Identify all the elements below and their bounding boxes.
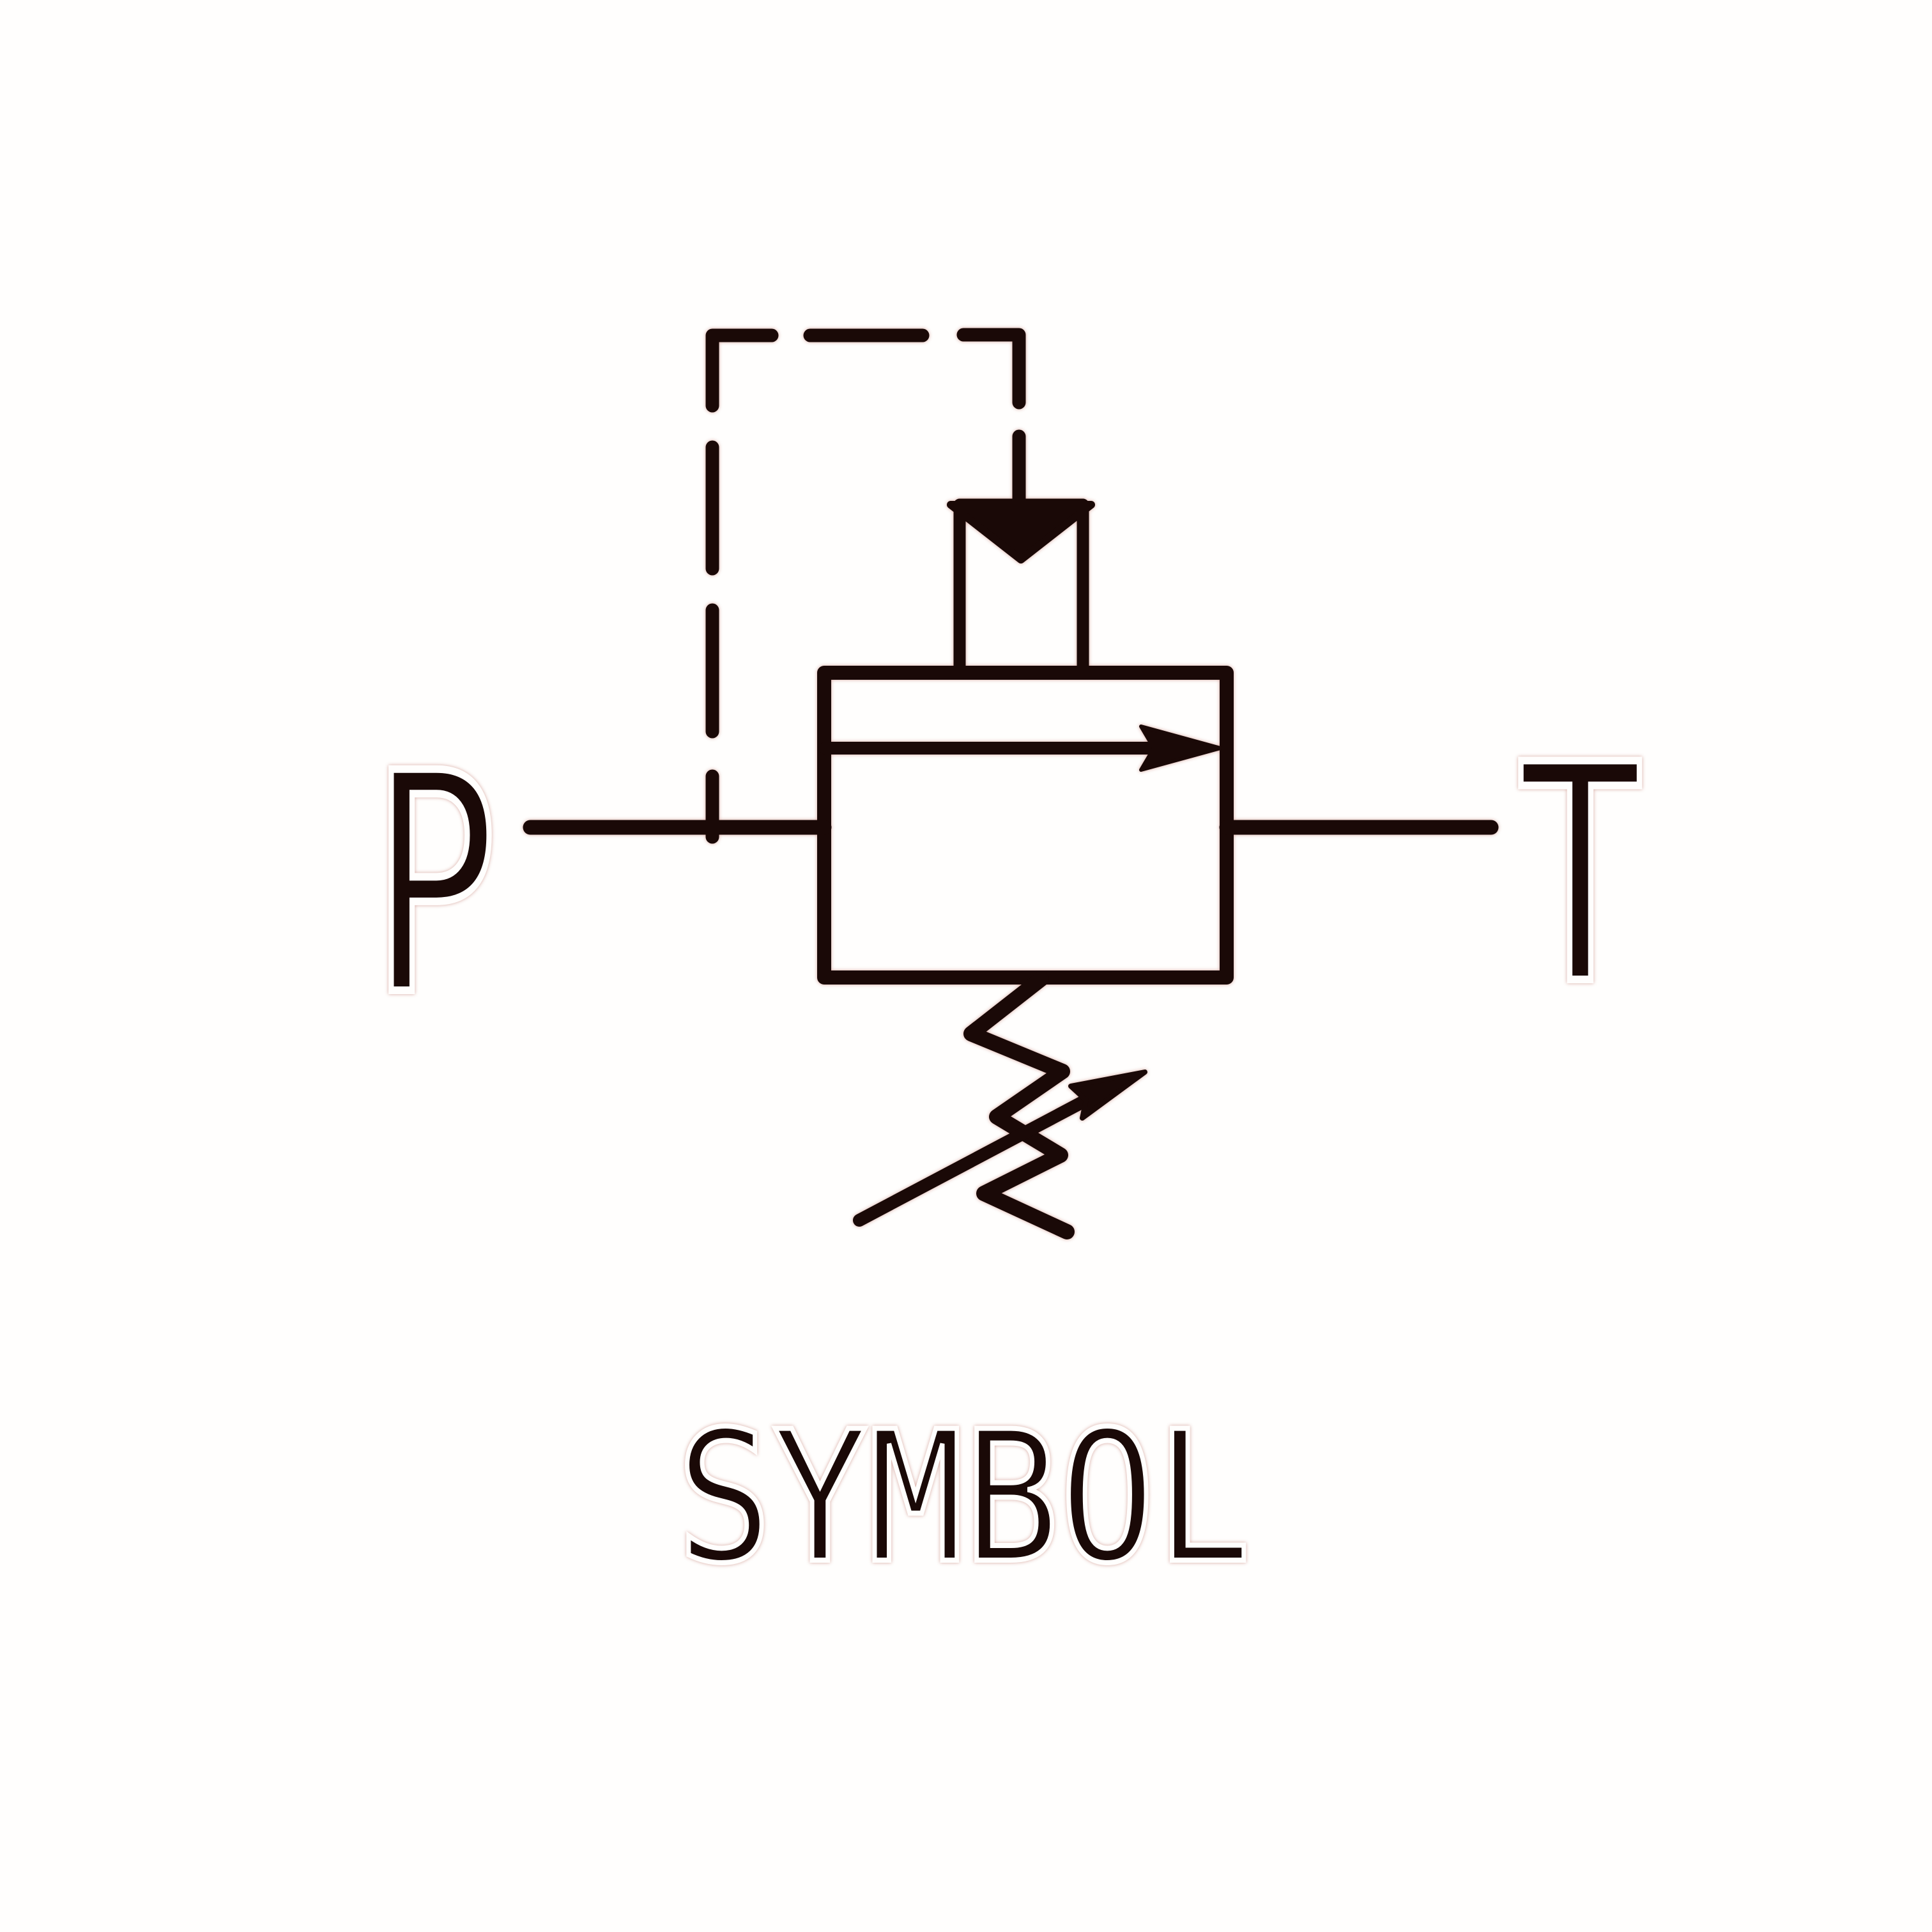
spring-adjustment-arrow-shaft-icon [853, 1094, 1092, 1227]
valve-body-icon [817, 666, 1234, 985]
flow-path-arrow-icon [1139, 724, 1222, 772]
port-label-t: T [1516, 702, 1644, 1051]
port-label-p: P [371, 709, 498, 1062]
port-label-p-group: P [367, 705, 502, 1066]
adjustable-spring-icon [963, 971, 1075, 1239]
port-label-t-group: T [1513, 698, 1648, 1054]
pilot-dashed-line-icon [705, 328, 1026, 844]
pilot-actuator-triangle-icon [947, 501, 1095, 564]
spring-adjustment-arrow-head-icon [1068, 1070, 1147, 1121]
caption-group: SYMBOL [674, 1390, 1254, 1606]
caption-label: SYMBOL [677, 1393, 1252, 1603]
